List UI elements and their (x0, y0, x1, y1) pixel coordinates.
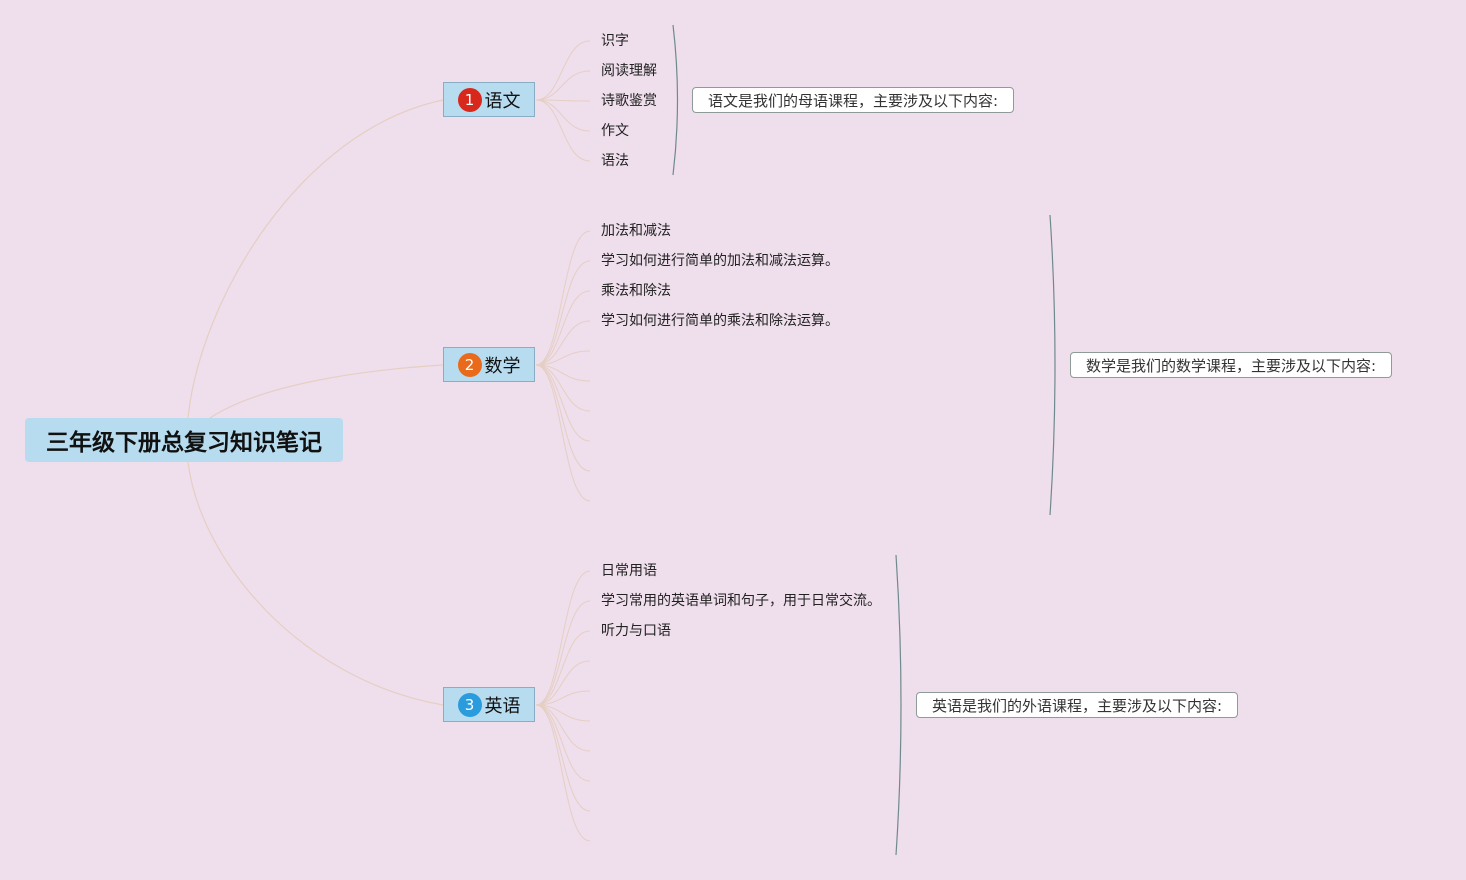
leaf-topic[interactable]: 诗歌鉴赏 (601, 93, 657, 109)
summary-text: 数学是我们的数学课程，主要涉及以下内容: (1086, 356, 1377, 375)
leaf-topic[interactable]: 学习常用的英语单词和句子，用于日常交流。 (601, 593, 881, 609)
leaf-topic[interactable]: 作文 (601, 123, 629, 139)
leaf-connector (535, 660, 591, 706)
leaf-connector (535, 704, 591, 722)
root-connector (187, 99, 444, 419)
leaf-connector (535, 99, 591, 102)
root-topic-title: 三年级下册总复习知识笔记 (46, 430, 322, 456)
root-connector (187, 461, 444, 706)
summary-bracket (672, 24, 679, 176)
leaf-connector (535, 99, 591, 162)
leaf-connector (535, 704, 591, 752)
leaf-connector (535, 690, 591, 706)
number-badge-icon: 1 (457, 87, 482, 112)
summary-box-math[interactable]: 数学是我们的数学课程，主要涉及以下内容: (1070, 352, 1393, 378)
leaf-connector (535, 350, 591, 366)
leaf-connector (535, 40, 591, 101)
leaf-connector (535, 704, 591, 782)
leaf-topic[interactable]: 乘法和除法 (601, 283, 671, 299)
leaf-topic[interactable]: 语法 (601, 153, 629, 169)
branch-label: 英语 (484, 695, 521, 717)
summary-text: 英语是我们的外语课程，主要涉及以下内容: (932, 696, 1223, 715)
leaf-connector (535, 704, 591, 842)
leaf-topic[interactable]: 加法和减法 (601, 223, 671, 239)
root-topic[interactable]: 三年级下册总复习知识笔记 (25, 418, 343, 462)
leaf-connector (535, 320, 591, 366)
root-connector (209, 364, 444, 419)
branch-topic-chinese[interactable]: 1 语文 (443, 82, 535, 117)
leaf-connector (535, 364, 591, 382)
leaf-connector (535, 230, 591, 366)
branch-topic-english[interactable]: 3 英语 (443, 687, 535, 722)
leaf-connector (535, 364, 591, 502)
leaf-connector (535, 364, 591, 442)
leaf-topic[interactable]: 学习如何进行简单的乘法和除法运算。 (601, 313, 839, 329)
leaf-connector (535, 290, 591, 366)
leaf-topic[interactable]: 学习如何进行简单的加法和减法运算。 (601, 253, 839, 269)
leaf-topic[interactable]: 日常用语 (601, 563, 657, 579)
leaf-connector (535, 364, 591, 412)
leaf-connector (535, 260, 591, 366)
summary-box-chinese[interactable]: 语文是我们的母语课程，主要涉及以下内容: (692, 87, 1015, 113)
leaf-connector (535, 99, 591, 132)
leaf-connector (535, 630, 591, 706)
number-badge-icon: 3 (457, 692, 482, 717)
summary-bracket (1049, 214, 1056, 516)
summary-box-english[interactable]: 英语是我们的外语课程，主要涉及以下内容: (916, 692, 1239, 718)
branch-label: 数学 (484, 355, 521, 377)
summary-text: 语文是我们的母语课程，主要涉及以下内容: (708, 91, 999, 110)
summary-bracket (895, 554, 902, 856)
leaf-connector (535, 570, 591, 706)
leaf-connector (535, 600, 591, 706)
leaf-topic[interactable]: 阅读理解 (601, 63, 657, 79)
leaf-connector (535, 70, 591, 101)
leaf-topic[interactable]: 识字 (601, 33, 629, 49)
leaf-topic[interactable]: 听力与口语 (601, 623, 671, 639)
branch-label: 语文 (484, 90, 521, 112)
branch-topic-math[interactable]: 2 数学 (443, 347, 535, 382)
number-badge-icon: 2 (457, 352, 482, 377)
